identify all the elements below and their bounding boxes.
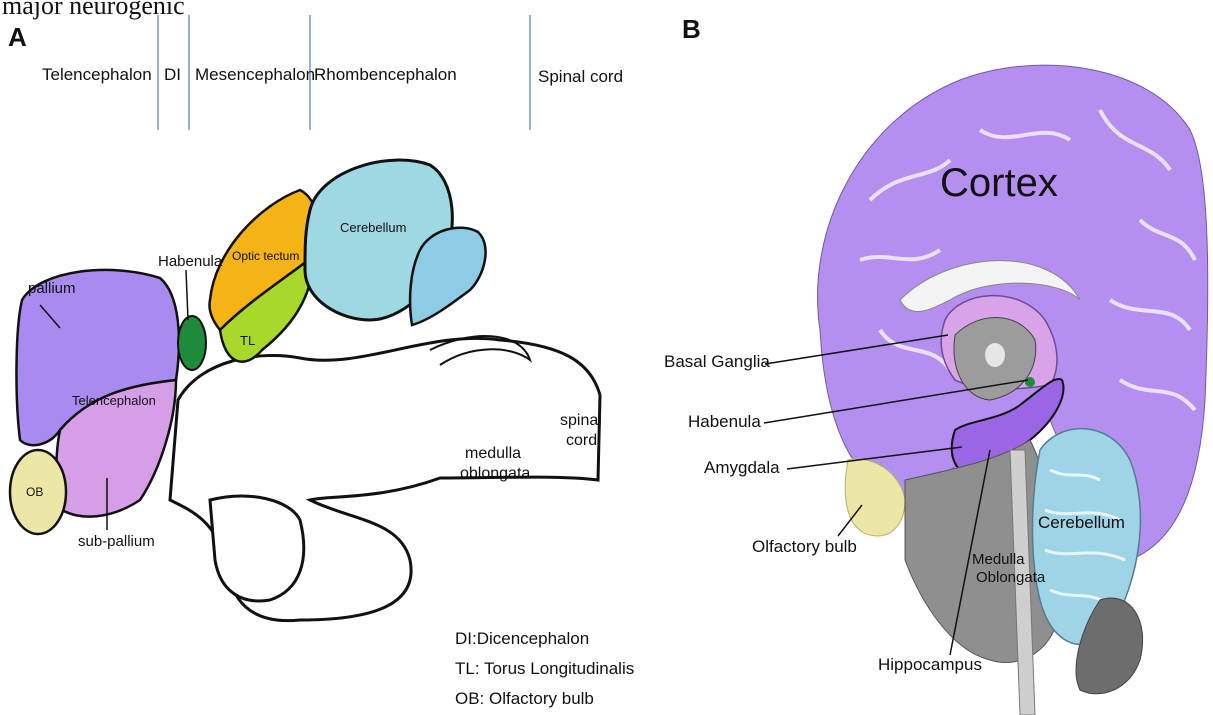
division-label: Telencephalon: [42, 65, 152, 84]
habenula-marker: [1025, 377, 1035, 387]
basal-ganglia-label: Basal Ganglia: [664, 352, 770, 371]
cerebellum-label: Cerebellum: [1038, 513, 1125, 532]
spinal-cord-label: cord: [566, 432, 597, 449]
panel-b: B Cortex Basal Ganglia Habenul: [664, 14, 1208, 715]
tl-label: TL: [240, 333, 255, 348]
medulla-label: Oblongata: [976, 569, 1046, 586]
telencephalon-label: Telencephalon: [72, 393, 156, 408]
panel-a-letter: A: [8, 22, 27, 52]
ob-label: OB: [26, 485, 43, 499]
optic-tectum-label: Optic tectum: [232, 249, 299, 263]
cortex-label: Cortex: [940, 161, 1058, 205]
cerebellum-label: Cerebellum: [340, 220, 406, 235]
division-label: Spinal cord: [538, 67, 623, 86]
thalamus-highlight: [985, 343, 1005, 367]
ventral-lobe-outline: [210, 496, 304, 601]
spinal-cord-label: spinal: [560, 412, 602, 429]
abbreviation-legend-item: OB: Olfactory bulb: [455, 689, 594, 708]
habenula-label: Habenula: [158, 253, 223, 270]
habenula-region: [178, 316, 206, 370]
panel-a: A Telencephalon DI Mesencephalon Rhomben…: [8, 15, 634, 708]
habenula-label: Habenula: [688, 412, 761, 431]
olfactory-bulb-label: Olfactory bulb: [752, 537, 857, 556]
division-label: DI: [164, 65, 181, 84]
panel-b-letter: B: [682, 14, 701, 44]
medulla-label: medulla: [465, 445, 521, 462]
medulla-label: oblongata: [460, 465, 530, 482]
abbreviation-legend-item: DI:Dicencephalon: [455, 629, 589, 648]
division-label: Rhombencephalon: [314, 65, 457, 84]
division-label: Mesencephalon: [195, 65, 315, 84]
habenula-pointer: [186, 270, 188, 320]
hippocampus-label: Hippocampus: [878, 655, 982, 674]
sub-pallium-label: sub-pallium: [78, 533, 155, 550]
medulla-label: Medulla: [972, 551, 1025, 568]
abbreviation-legend-item: TL: Torus Longitudinalis: [455, 659, 634, 678]
pallium-label: pallium: [28, 280, 76, 297]
amygdala-label: Amygdala: [704, 458, 780, 477]
